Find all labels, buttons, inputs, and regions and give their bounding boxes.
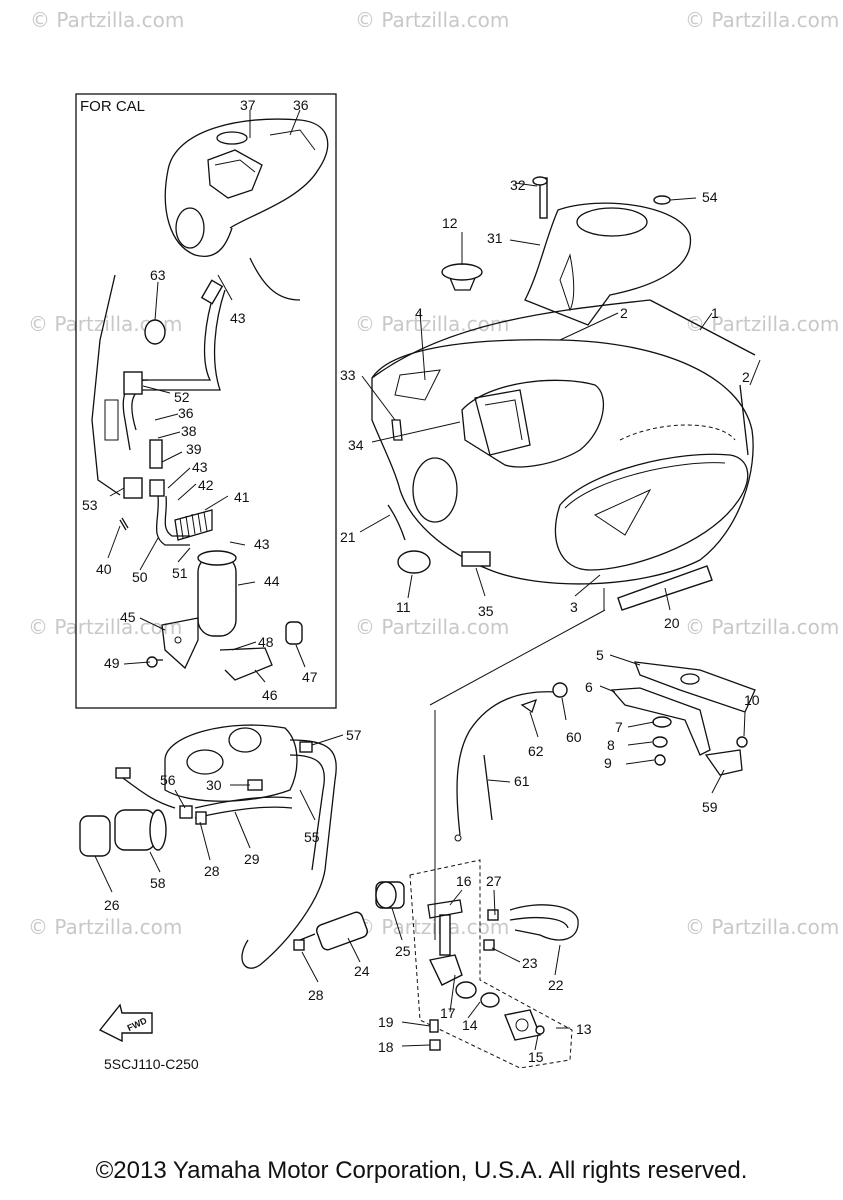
part-label: 37 [240, 97, 256, 113]
copyright: ©2013 Yamaha Motor Corporation, U.S.A. A… [95, 1157, 748, 1184]
part-label: 2 [620, 305, 628, 321]
part-label: 58 [150, 875, 166, 891]
part-label: 12 [442, 215, 458, 231]
part-label: 19 [378, 1014, 394, 1030]
part-label: 41 [234, 489, 250, 505]
part-label: 28 [204, 863, 220, 879]
part-label: 52 [174, 389, 190, 405]
part-label: 57 [346, 727, 362, 743]
watermark: © Partzilla.com [28, 615, 183, 639]
watermark: © Partzilla.com [685, 915, 840, 939]
part-label: 30 [206, 777, 222, 793]
main-tank [371, 339, 754, 585]
part-label: 1 [711, 305, 719, 321]
part-label: 32 [510, 177, 526, 193]
part-label: 60 [566, 729, 582, 745]
part-label: 23 [522, 955, 538, 971]
watermark: © Partzilla.com [30, 8, 185, 32]
part-label: 16 [456, 873, 472, 889]
part-label: 44 [264, 573, 280, 589]
part-label: 38 [181, 423, 197, 439]
part-label: 26 [104, 897, 120, 913]
part-label: 43 [230, 310, 246, 326]
watermark: © Partzilla.com [685, 8, 840, 32]
part-label: 28 [308, 987, 324, 1003]
cal-box [75, 93, 337, 709]
part-35 [461, 551, 491, 567]
part-label: 43 [192, 459, 208, 475]
part-label: 7 [615, 719, 623, 735]
lower-pump [79, 724, 337, 969]
cable [454, 682, 568, 842]
part-label: 36 [178, 405, 194, 421]
part-label: 62 [528, 743, 544, 759]
cal-label: FOR CAL [80, 98, 146, 115]
part-label: 18 [378, 1039, 394, 1055]
part-label: 45 [120, 609, 136, 625]
part-label: 51 [172, 565, 188, 581]
part-label: 55 [304, 829, 320, 845]
part-label: 36 [293, 97, 309, 113]
leader-lines [94, 109, 761, 1051]
part-label: 4 [415, 305, 423, 321]
part-label: 47 [302, 669, 318, 685]
diagram-code: 5SCJ110-C250 [104, 1056, 199, 1072]
fwd-arrow: FWD [98, 1003, 153, 1043]
part-label: 63 [150, 267, 166, 283]
watermark: © Partzilla.com [355, 312, 510, 336]
part-21 [387, 504, 406, 541]
part-label: 21 [340, 529, 356, 545]
part-label: 31 [487, 230, 503, 246]
part-label: 46 [262, 687, 278, 703]
part-label: 54 [702, 189, 718, 205]
part-label: 8 [607, 737, 615, 753]
part-label: 50 [132, 569, 148, 585]
part-label: 6 [585, 679, 593, 695]
part-label: 34 [348, 437, 364, 453]
watermark: © Partzilla.com [685, 615, 840, 639]
brackets [610, 661, 756, 776]
petcock [409, 859, 579, 1069]
part-label: 3 [570, 599, 578, 615]
part-label: 17 [440, 1005, 456, 1021]
part-label: 39 [186, 441, 202, 457]
part-label: 29 [244, 851, 260, 867]
watermark: © Partzilla.com [355, 615, 510, 639]
part-label: 61 [514, 773, 530, 789]
part-label: 48 [258, 634, 274, 650]
watermark: © Partzilla.com [355, 8, 510, 32]
part-label: 15 [528, 1049, 544, 1065]
part-label: 20 [664, 615, 680, 631]
part-label: 2 [742, 369, 750, 385]
part-label: 11 [396, 599, 411, 615]
part-label: 22 [548, 977, 564, 993]
watermark: © Partzilla.com [355, 915, 510, 939]
part-label: 25 [395, 943, 411, 959]
part-label: 43 [254, 536, 270, 552]
part-label: 49 [104, 655, 120, 671]
part-label: 42 [198, 477, 214, 493]
part-label: 27 [486, 873, 502, 889]
watermark: © Partzilla.com [28, 915, 183, 939]
part-label: 53 [82, 497, 98, 513]
tank-cover [524, 176, 692, 326]
part-label: 40 [96, 561, 112, 577]
part-label: 5 [596, 647, 604, 663]
part-label: 33 [340, 367, 356, 383]
part-label: 56 [160, 772, 176, 788]
part-label: 59 [702, 799, 718, 815]
part-label: 10 [744, 692, 760, 708]
cal-hoses [91, 274, 303, 681]
part-label: 24 [354, 963, 370, 979]
part-labels: 1 2 2 3 4 5 6 7 8 9 10 11 12 13 14 15 16… [82, 97, 760, 1065]
part-label: 9 [604, 755, 612, 771]
fuel-cap [441, 263, 483, 291]
part-label: 14 [462, 1017, 478, 1033]
part-label: 35 [478, 603, 494, 619]
part-11 [397, 550, 431, 574]
fuel-filter [293, 881, 405, 951]
cal-tank [164, 118, 329, 301]
part-label: 13 [576, 1021, 592, 1037]
